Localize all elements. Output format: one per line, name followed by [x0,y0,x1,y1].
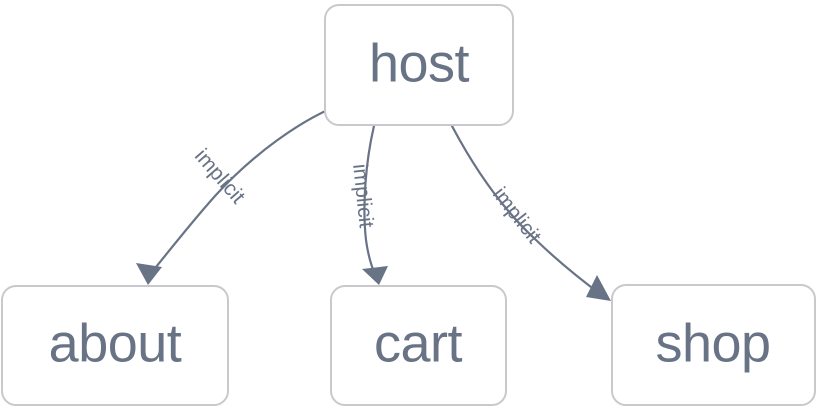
edge-label-host-about: implicit [190,145,250,209]
edge-path-host-shop[interactable] [450,124,605,298]
node-box-cart[interactable] [330,285,507,406]
node-host[interactable]: host [324,4,514,126]
edge-group-host-cart[interactable]: implicit [348,124,388,285]
edge-path-host-cart[interactable] [363,124,378,279]
edge-group-host-shop[interactable]: implicit [450,124,611,301]
node-box-shop[interactable] [611,284,816,406]
edge-label-host-cart: implicit [348,163,378,229]
node-shop[interactable]: shop [611,284,816,406]
arrowhead-host-about [136,263,162,285]
node-label-cart: cart [374,313,463,373]
node-box-host[interactable] [324,4,514,126]
node-cart[interactable]: cart [330,285,507,406]
node-about[interactable]: about [1,285,229,406]
node-box-about[interactable] [1,285,229,406]
node-label-host: host [369,33,470,93]
edge-label-host-shop: implicit [488,183,546,248]
arrowhead-host-shop [586,275,611,301]
node-label-about: about [49,313,182,373]
node-label-shop: shop [655,313,770,373]
edge-path-host-about[interactable] [146,106,334,279]
edge-group-host-about[interactable]: implicit [136,106,334,285]
arrowhead-host-cart [362,266,388,285]
